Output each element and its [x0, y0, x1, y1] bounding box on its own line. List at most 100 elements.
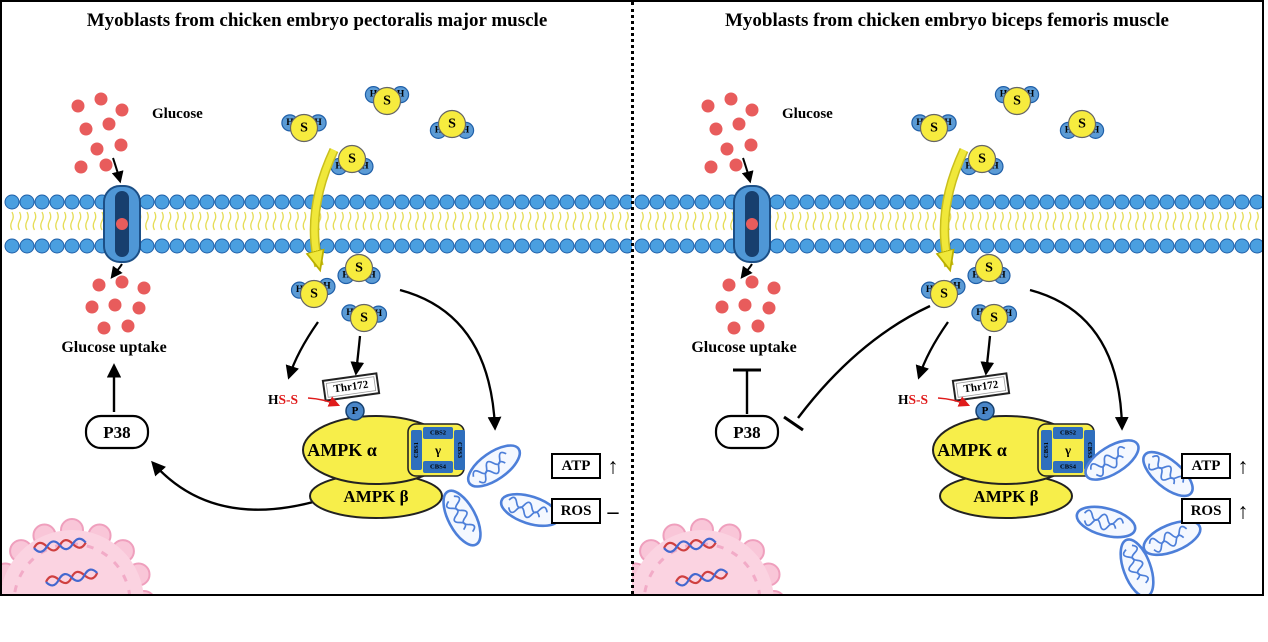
- mitochondrion: [1119, 538, 1155, 594]
- membrane: [4, 194, 632, 254]
- cbs4-label: CBS4: [1060, 464, 1077, 471]
- svg-text:H: H: [953, 282, 961, 292]
- p38-label: P38: [103, 423, 130, 442]
- svg-text:S: S: [930, 121, 938, 136]
- ros-label: ROS: [561, 503, 592, 519]
- glucose-dot: [724, 92, 738, 106]
- glucose-dot: [732, 117, 746, 131]
- glucose-transporter: [733, 185, 771, 263]
- inhibition-h2s-to-p38: [797, 304, 931, 419]
- glucose-in-channel: [116, 218, 128, 230]
- atp-box: ATP ↑: [1181, 453, 1249, 479]
- svg-text:S: S: [1013, 94, 1021, 109]
- svg-text:S: S: [985, 261, 993, 276]
- svg-text:H: H: [368, 271, 376, 281]
- hs-s-label: HS-S: [898, 392, 928, 407]
- mitochondrion: [1142, 450, 1194, 498]
- nucleus: [632, 518, 783, 594]
- ros-box: ROS ↑: [1181, 498, 1249, 524]
- arrow-glucose-in: [111, 157, 124, 184]
- glucose-dot: [720, 142, 734, 156]
- svg-text:H: H: [944, 118, 952, 128]
- glucose-dot: [727, 321, 741, 335]
- svg-text:H: H: [323, 282, 331, 292]
- svg-text:H: H: [1005, 309, 1013, 319]
- atp-label: ATP: [562, 458, 591, 474]
- svg-text:H: H: [976, 308, 984, 318]
- svg-text:H: H: [335, 162, 343, 172]
- inhibition-bar-p38: [783, 415, 804, 432]
- glucose-dot: [745, 275, 759, 289]
- svg-text:H: H: [1065, 125, 1073, 135]
- nucleus: [2, 518, 153, 594]
- mitochondrion: [442, 489, 482, 547]
- glucose-dot: [94, 92, 108, 106]
- svg-text:H: H: [462, 125, 470, 135]
- glucose-dot: [738, 298, 752, 312]
- atp-label: ATP: [1192, 458, 1221, 474]
- panel-title: Myoblasts from chicken embryo pectoralis…: [86, 10, 548, 31]
- glucose-dot: [729, 158, 743, 172]
- glucose-dot: [85, 300, 99, 314]
- svg-text:H: H: [1000, 90, 1008, 100]
- arrow-glucose-release: [110, 263, 123, 279]
- phospho-label: P: [982, 405, 989, 417]
- ros-indicator: –: [607, 499, 620, 524]
- thr172-label: Thr172: [963, 379, 1000, 396]
- svg-text:H: H: [965, 162, 973, 172]
- svg-text:S: S: [940, 287, 948, 302]
- glucose-dot: [90, 142, 104, 156]
- atp-indicator: ↑: [1238, 454, 1249, 479]
- mitochondrion: [1142, 519, 1202, 557]
- glucose-dot: [701, 99, 715, 113]
- glucose-dot: [715, 300, 729, 314]
- h2s-entry-arrow: [314, 148, 337, 266]
- thr172-label: Thr172: [333, 379, 370, 396]
- mitochondrion: [1084, 439, 1140, 481]
- svg-text:S: S: [360, 311, 368, 326]
- glucose-dot: [709, 122, 723, 136]
- glucose-dot: [71, 99, 85, 113]
- red-arrow-hss-to-p: [937, 396, 971, 407]
- ampk-beta-label: AMPK β: [343, 487, 408, 506]
- gamma-label: γ: [434, 443, 441, 458]
- mitochondrion: [466, 444, 522, 488]
- glucose-dot: [115, 275, 129, 289]
- p38-node: [84, 414, 150, 450]
- glucose-dot: [767, 281, 781, 295]
- red-arrow-hss-to-p: [307, 396, 341, 407]
- svg-text:H: H: [370, 90, 378, 100]
- glucose-dot: [114, 138, 128, 152]
- hs-s-label: HS-S: [268, 392, 298, 407]
- svg-text:S: S: [383, 94, 391, 109]
- mitochondria-group: [442, 444, 561, 547]
- phospho-circle: [975, 401, 995, 421]
- thr172-tag: Thr172: [321, 372, 381, 402]
- arrow-ampk-to-p38: [151, 460, 325, 511]
- svg-text:S: S: [355, 261, 363, 276]
- glucose-dots-extracellular: [701, 92, 759, 174]
- glucose-uptake-label: Glucose uptake: [61, 339, 166, 356]
- glucose-dot: [99, 158, 113, 172]
- cbs3-label: CBS3: [456, 442, 463, 459]
- p38-label: P38: [733, 423, 760, 442]
- glucose-uptake-label: Glucose uptake: [691, 339, 796, 356]
- ros-indicator: ↑: [1238, 499, 1249, 524]
- arrow-h2s-to-mitochondria: [1029, 288, 1129, 431]
- glucose-dot: [722, 278, 736, 292]
- cbs1-label: CBS1: [1043, 442, 1050, 458]
- svg-text:H: H: [972, 271, 980, 281]
